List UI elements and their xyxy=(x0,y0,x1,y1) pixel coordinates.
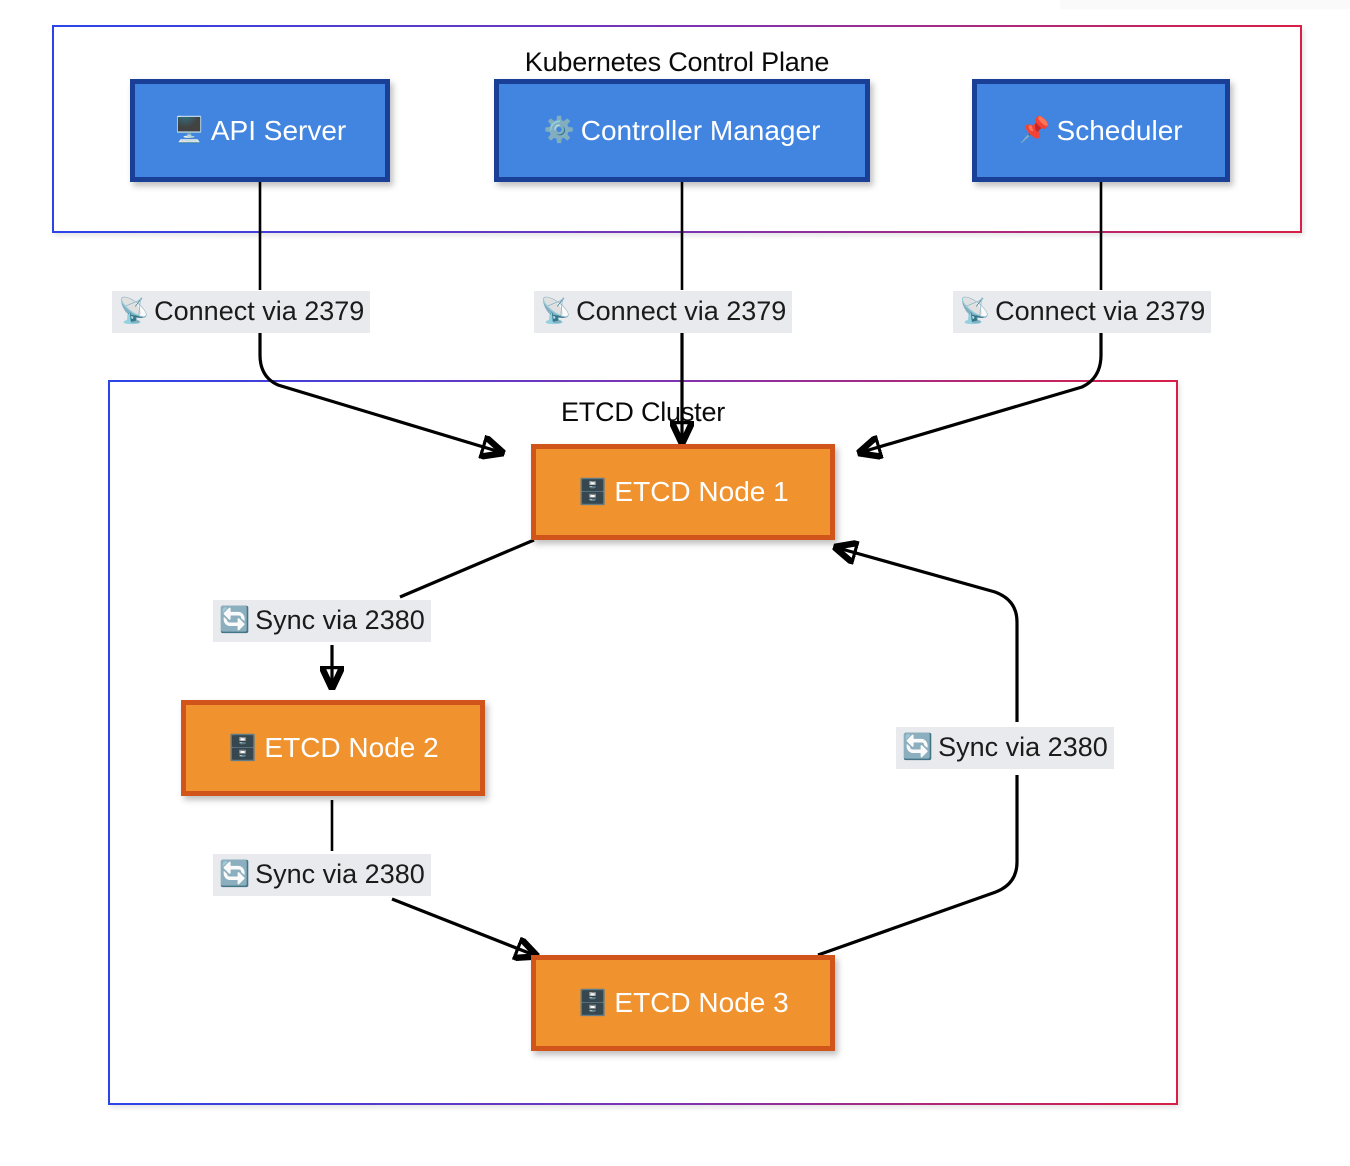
satellite-antenna-icon: 📡 xyxy=(118,296,150,325)
edge-label-sync-via-2380-node1-node2: 🔄Sync via 2380 xyxy=(213,600,431,642)
edge-label-sync-via-2380-node2-node3: 🔄Sync via 2380 xyxy=(213,854,431,896)
counterclockwise-arrows-icon: 🔄 xyxy=(219,605,251,634)
node-etcd-node-3[interactable]: 🗄️ETCD Node 3 xyxy=(531,955,835,1051)
node-etcd-node-3-label: ETCD Node 3 xyxy=(614,987,789,1018)
gear-icon: ⚙️ xyxy=(543,116,575,144)
edge-label-text: Connect via 2379 xyxy=(154,295,365,326)
node-api-server-label: API Server xyxy=(210,114,347,146)
group-title-control-plane: Kubernetes Control Plane xyxy=(524,47,830,77)
node-api-server[interactable]: 🖥️API Server xyxy=(130,79,390,182)
file-cabinet-icon: 🗄️ xyxy=(577,988,609,1017)
node-etcd-node-2[interactable]: 🗄️ETCD Node 2 xyxy=(181,700,485,796)
edge-label-text: Sync via 2380 xyxy=(938,731,1108,762)
group-title-etcd-cluster: ETCD Cluster xyxy=(560,397,726,427)
node-scheduler-label: Scheduler xyxy=(1056,114,1183,146)
edge-label-connect-via-2379-controller-manager: 📡Connect via 2379 xyxy=(534,291,793,333)
desktop-computer-icon: 🖥️ xyxy=(173,116,205,144)
node-scheduler[interactable]: 📌Scheduler xyxy=(972,79,1230,182)
edge-label-text: Connect via 2379 xyxy=(576,295,787,326)
satellite-antenna-icon: 📡 xyxy=(540,296,572,325)
counterclockwise-arrows-icon: 🔄 xyxy=(219,859,251,888)
pushpin-icon: 📌 xyxy=(1019,116,1051,144)
counterclockwise-arrows-icon: 🔄 xyxy=(902,732,934,761)
node-controller-manager[interactable]: ⚙️Controller Manager xyxy=(494,79,870,182)
node-controller-manager-label: Controller Manager xyxy=(580,114,821,146)
node-etcd-node-1-label: ETCD Node 1 xyxy=(614,476,789,507)
edge-label-connect-via-2379-api-server: 📡Connect via 2379 xyxy=(112,291,371,333)
edge-label-text: Sync via 2380 xyxy=(255,604,425,635)
edge-label-text: Sync via 2380 xyxy=(255,858,425,889)
edge-label-connect-via-2379-scheduler: 📡Connect via 2379 xyxy=(953,291,1212,333)
file-cabinet-icon: 🗄️ xyxy=(577,477,609,506)
node-etcd-node-2-label: ETCD Node 2 xyxy=(264,732,439,763)
satellite-antenna-icon: 📡 xyxy=(959,296,991,325)
top-right-artifact-strip xyxy=(1060,0,1350,9)
node-etcd-node-1[interactable]: 🗄️ETCD Node 1 xyxy=(531,444,835,540)
edge-label-sync-via-2380-node3-node1: 🔄Sync via 2380 xyxy=(896,727,1114,769)
file-cabinet-icon: 🗄️ xyxy=(227,733,259,762)
edge-label-text: Connect via 2379 xyxy=(995,295,1206,326)
